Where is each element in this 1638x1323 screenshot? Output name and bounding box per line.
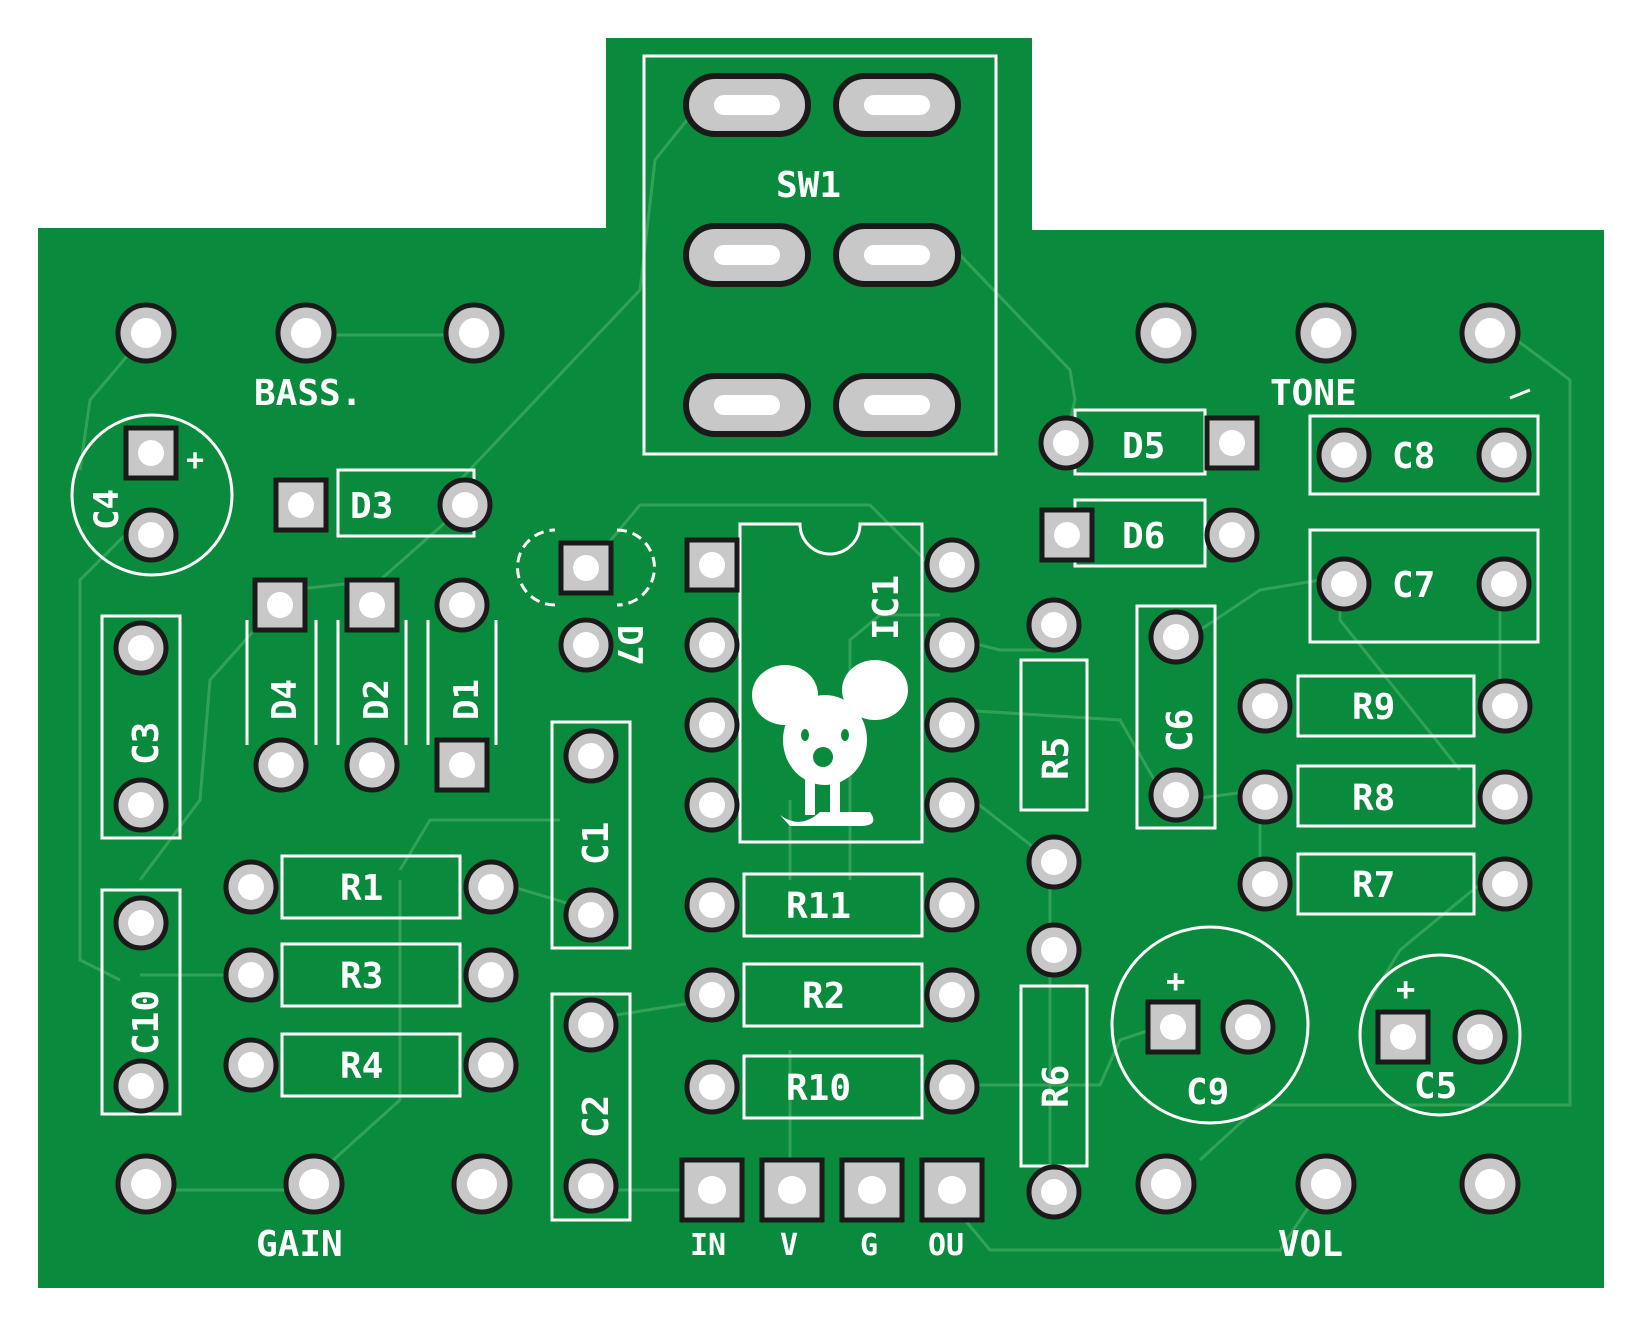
- ic1-footprint: IC1: [684, 522, 980, 844]
- c4-label: C4: [87, 489, 127, 530]
- r6-footprint: R6: [1019, 922, 1089, 1220]
- r8-label: R8: [1352, 778, 1395, 819]
- r11-footprint: R11: [684, 872, 980, 938]
- r1-footprint: R1: [223, 854, 519, 920]
- c8-label: C8: [1392, 436, 1435, 477]
- c10-footprint: C10: [100, 888, 182, 1116]
- d1-label: D1: [447, 679, 487, 720]
- gain-label: GAIN: [256, 1224, 343, 1265]
- c9-label: C9: [1186, 1072, 1229, 1113]
- d1-footprint: D1: [426, 577, 498, 793]
- d7-footprint: D7: [516, 528, 656, 673]
- d6-footprint: D6: [1039, 498, 1260, 568]
- io-header: IN V G OU: [679, 1157, 985, 1263]
- d2-footprint: D2: [336, 577, 408, 793]
- c8-footprint: C8: [1308, 414, 1540, 496]
- ic1-label: IC1: [866, 575, 907, 640]
- r2-footprint: R2: [684, 962, 980, 1028]
- r11-label: R11: [786, 886, 851, 927]
- c6-label: C6: [1160, 709, 1201, 752]
- r7-label: R7: [1352, 865, 1395, 906]
- mascot-logo: [752, 660, 908, 826]
- c9-footprint: + C9: [1110, 925, 1310, 1125]
- r6-label: R6: [1036, 1065, 1077, 1108]
- sw1-label: SW1: [776, 165, 841, 206]
- in-label: IN: [690, 1228, 726, 1263]
- c6-footprint: C6: [1135, 604, 1217, 830]
- r1-label: R1: [340, 868, 383, 909]
- c2-label: C2: [576, 1095, 617, 1138]
- d4-label: D4: [265, 679, 305, 720]
- sw1-footprint: SW1: [642, 54, 998, 456]
- c10-label: C10: [126, 990, 167, 1055]
- r9-footprint: R9: [1237, 674, 1533, 738]
- r5-label: R5: [1036, 737, 1077, 780]
- r8-footprint: R8: [1237, 764, 1533, 828]
- board-substrate: [38, 38, 1604, 1288]
- c7-label: C7: [1392, 565, 1435, 606]
- c3-footprint: C3: [100, 614, 182, 840]
- c5-label: C5: [1414, 1066, 1457, 1107]
- r3-footprint: R3: [223, 942, 519, 1008]
- c5-plus: +: [1396, 970, 1415, 1008]
- vol-label: VOL: [1278, 1224, 1343, 1265]
- v-label: V: [780, 1228, 798, 1263]
- d4-footprint: D4: [245, 577, 318, 793]
- c5-footprint: + C5: [1358, 953, 1522, 1117]
- c4-footprint: + C4: [70, 413, 234, 577]
- r2-label: R2: [802, 976, 845, 1017]
- d6-label: D6: [1122, 516, 1165, 557]
- ou-label: OU: [928, 1228, 964, 1263]
- c7-footprint: C7: [1308, 528, 1540, 644]
- d3-label: D3: [350, 486, 393, 527]
- c2-footprint: C2: [550, 992, 632, 1222]
- r3-label: R3: [340, 956, 383, 997]
- d5-footprint: D5: [1038, 408, 1260, 476]
- r7-footprint: R7: [1237, 852, 1533, 916]
- bass-label: BASS.: [254, 373, 362, 414]
- d2-label: D2: [357, 679, 397, 720]
- r9-label: R9: [1352, 687, 1395, 728]
- tone-label: TONE: [1270, 373, 1357, 414]
- r10-label: R10: [786, 1068, 851, 1109]
- c4-plus: +: [186, 443, 204, 478]
- r10-footprint: R10: [684, 1054, 980, 1120]
- r4-label: R4: [340, 1046, 383, 1087]
- c3-label: C3: [126, 722, 167, 765]
- d5-label: D5: [1122, 426, 1165, 467]
- d3-footprint: D3: [273, 468, 493, 538]
- c9-plus: +: [1166, 962, 1185, 1000]
- g-label: G: [860, 1228, 878, 1263]
- r5-footprint: R5: [1019, 597, 1089, 890]
- d7-label: D7: [609, 625, 649, 666]
- r4-footprint: R4: [223, 1032, 519, 1098]
- c1-footprint: C1: [550, 720, 632, 950]
- c1-label: C1: [576, 822, 617, 865]
